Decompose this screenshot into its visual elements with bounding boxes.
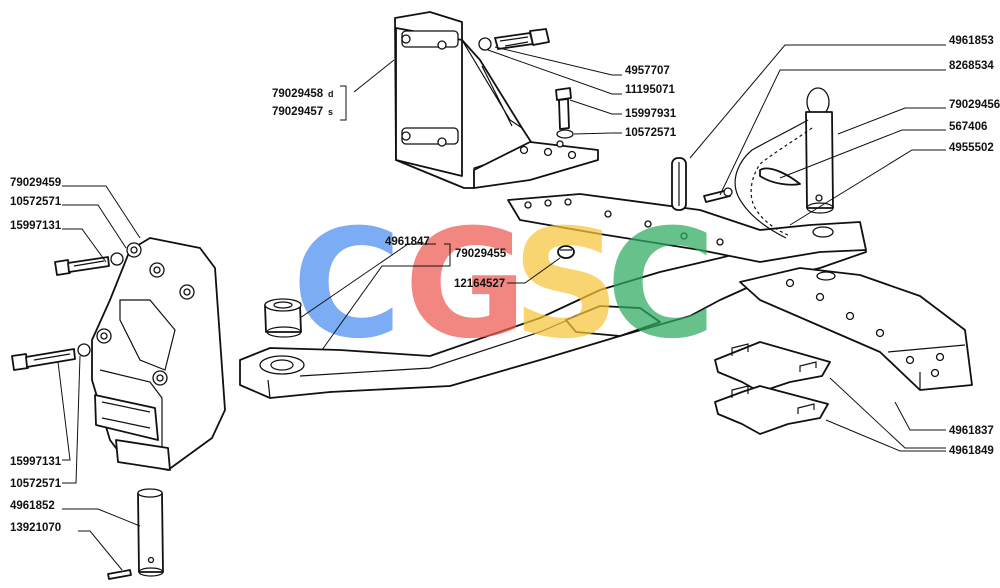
watermark-letter-3: S [512,198,620,372]
label-15997931: 15997931 [625,108,677,120]
label-4961847: 4961847 [385,236,430,248]
r-clip [759,167,801,186]
chain [734,119,813,239]
label-79029455: 79029455 [455,248,507,260]
label-12164527: 12164527 [454,278,505,290]
label-79029457: 79029457 [272,106,323,118]
side-mark-s: s [328,107,333,117]
label-4961852: 4961852 [10,500,55,512]
label-15997131-b: 15997131 [10,456,62,468]
split-pin [107,569,132,580]
label-4961837: 4961837 [949,425,994,437]
upper-mounting-bracket [394,11,599,189]
label-8268534: 8268534 [949,60,994,72]
label-79029458: 79029458 [272,88,324,100]
label-79029459: 79029459 [10,177,61,189]
swinging-drawbar [739,267,973,391]
vertical-pin [137,488,164,577]
label-15997131-a: 15997131 [10,220,62,232]
left-lower-bolt [11,343,91,371]
left-upper-bolt [54,252,124,276]
top-horizontal-bolt [478,28,550,51]
watermark-letter-1: C [292,198,402,372]
linch-pin [671,157,687,211]
label-10572571-a: 10572571 [10,196,62,208]
label-79029456: 79029456 [949,99,1000,111]
label-13921070: 13921070 [10,522,61,534]
label-4961853: 4961853 [949,35,994,47]
label-11195071: 11195071 [625,84,676,96]
label-10572571-top: 10572571 [625,127,677,139]
watermark-letter-2: G [404,198,527,372]
cgsc-watermark: C G S C [292,198,716,372]
label-4957707: 4957707 [625,65,670,77]
top-vertical-bolt [555,87,574,139]
label-4955502: 4955502 [949,142,994,154]
main-drawbar-frame [239,193,867,399]
leader-lines [57,44,946,571]
bushing [264,298,302,338]
side-mark-d: d [328,89,334,99]
wear-plate-upper [714,341,831,393]
label-567406: 567406 [949,121,987,133]
watermark-letter-4: C [606,198,716,372]
label-4961849: 4961849 [949,445,994,457]
small-pin [703,187,733,203]
part-labels: 4961853 8268534 79029456 567406 4955502 … [10,35,1000,534]
left-side-bracket [91,237,226,471]
grease-nipple [557,245,575,259]
wear-plate-lower [714,385,829,435]
label-10572571-b: 10572571 [10,478,62,490]
clevis-pin [805,87,834,214]
